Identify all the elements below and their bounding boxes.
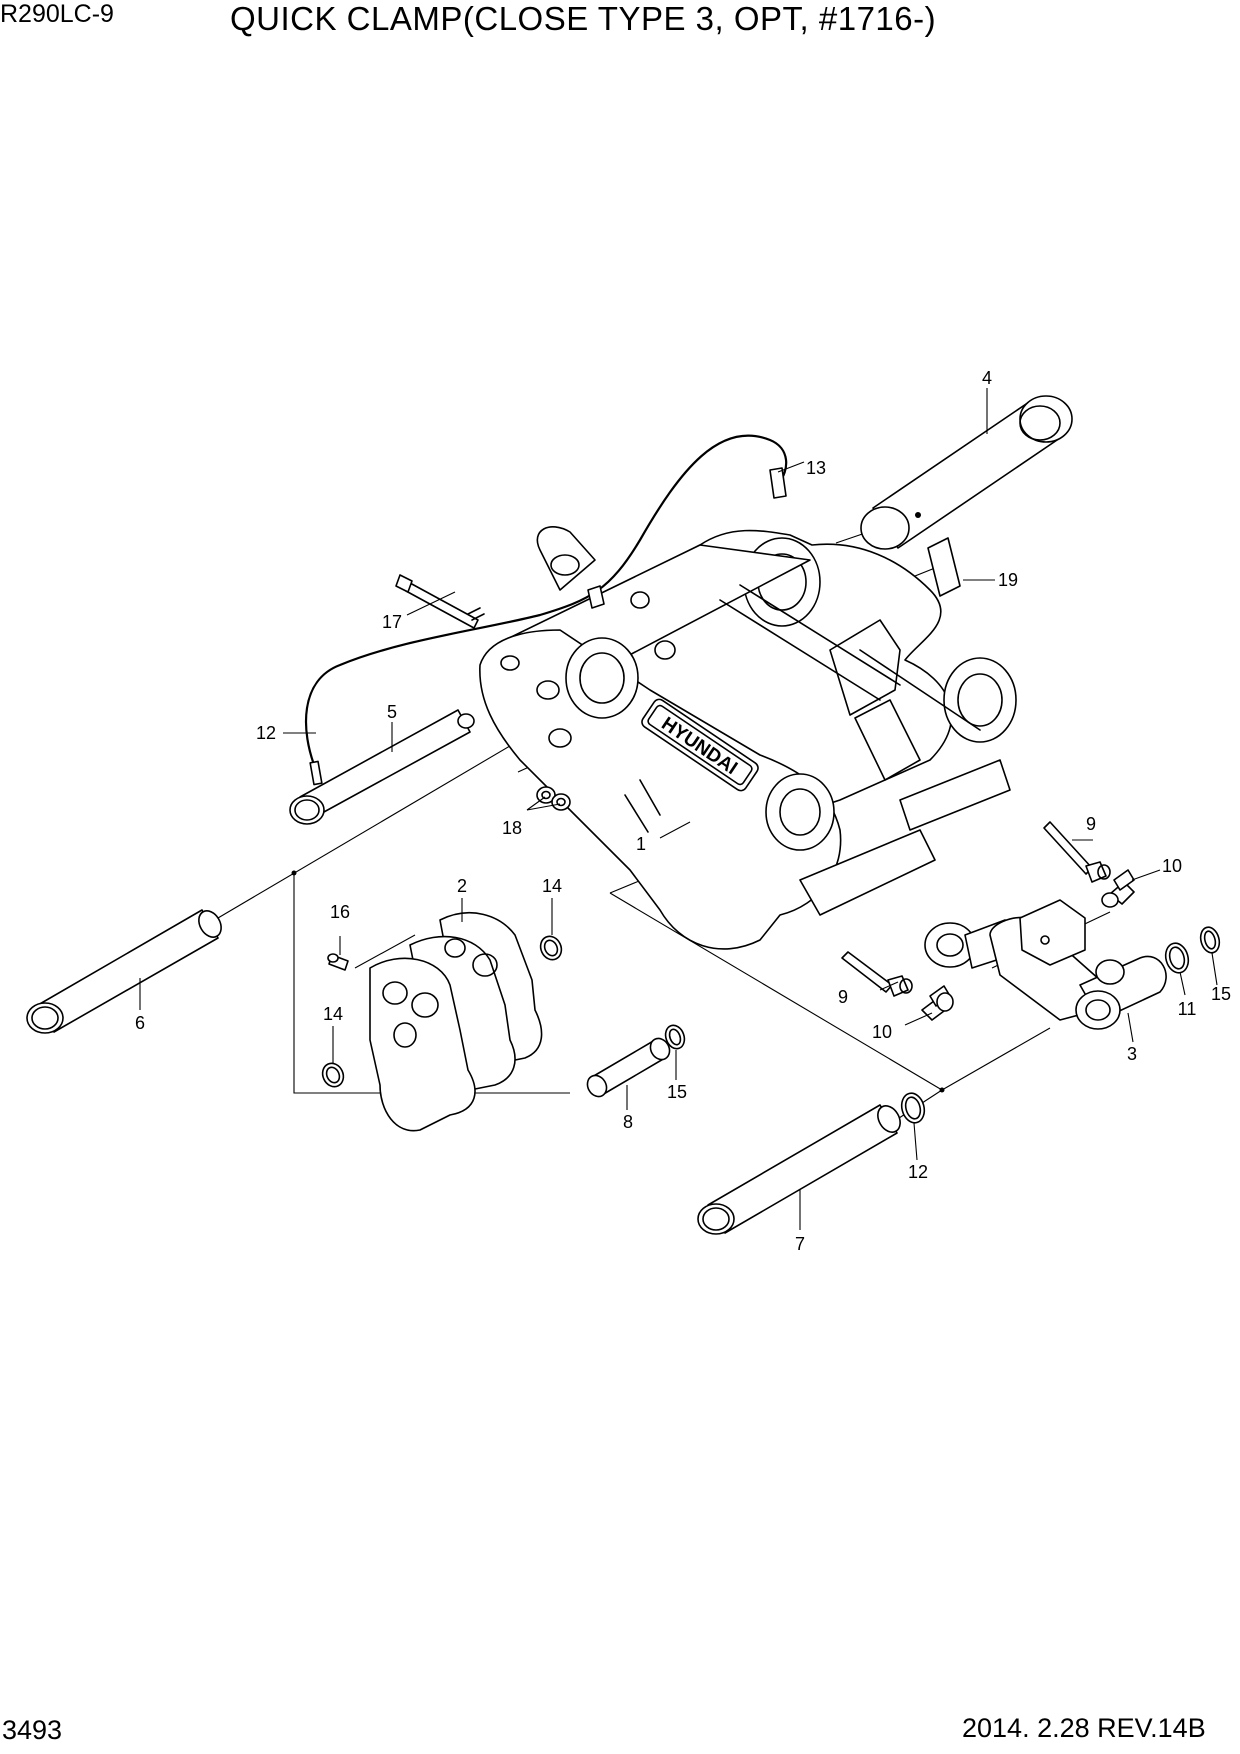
callout-9-a: 9 (1086, 814, 1096, 834)
part-1-frame: HYUNDAI (479, 526, 1017, 950)
part-15-ring-a (664, 1024, 686, 1050)
callout-13: 13 (806, 458, 826, 478)
part-10-fitting-a (1101, 869, 1135, 908)
callout-11: 12 (256, 723, 276, 743)
part-5-pin (289, 709, 475, 825)
part-15-ring-b (1199, 926, 1221, 954)
callout-2: 2 (457, 876, 467, 896)
part-10-fitting-b (921, 985, 954, 1021)
callout-16: 16 (330, 902, 350, 922)
callout-14-b: 14 (323, 1004, 343, 1024)
callout-8: 8 (623, 1112, 633, 1132)
part-16-grease-nipple (327, 953, 349, 971)
callout-10-a: 10 (1162, 856, 1182, 876)
part-18-nuts (536, 786, 571, 811)
part-19-label (927, 537, 961, 597)
revision-date: 2014. 2.28 REV.14B (962, 1713, 1206, 1743)
part-9-hose-b (841, 951, 913, 997)
part-9-hose-a (1043, 821, 1111, 883)
part-14-ring-a (539, 935, 563, 961)
callout-12-b: 12 (908, 1162, 928, 1182)
callout-4: 4 (982, 368, 992, 388)
part-7-pin (697, 1104, 901, 1235)
part-4-pin (860, 395, 1073, 550)
part-3-cylinder (924, 899, 1167, 1030)
part-17-bolt (395, 574, 485, 629)
callout-15-b: 15 (1211, 984, 1231, 1004)
part-14-ring-b (321, 1062, 345, 1088)
callout-14-a: 14 (542, 876, 562, 896)
model-name: R290LC-9 (0, 0, 114, 28)
callout-18: 18 (502, 818, 522, 838)
page-title: QUICK CLAMP(CLOSE TYPE 3, OPT, #1716-) (230, 0, 937, 37)
callout-12-a: 11 (1178, 999, 1197, 1019)
callout-1: 1 (636, 834, 646, 854)
part-12-ring-a (1164, 942, 1190, 974)
callout-15-a: 15 (667, 1082, 687, 1102)
part-8-pin (586, 1037, 671, 1098)
leader-lines (139, 388, 1218, 1230)
callout-9-b: 9 (838, 987, 848, 1007)
callout-17: 17 (382, 612, 402, 632)
part-11-safety-cable (304, 434, 788, 771)
part-2-hook-plates (369, 912, 543, 1132)
callout-5: 5 (387, 702, 397, 722)
callout-6: 6 (135, 1013, 145, 1033)
callouts: 4 13 19 17 5 12 18 1 9 10 2 14 16 14 6 9… (135, 368, 1231, 1254)
callout-19: 19 (998, 570, 1018, 590)
callout-7: 7 (795, 1234, 805, 1254)
part-6-pin (26, 909, 222, 1034)
page-number: 3493 (2, 1715, 63, 1745)
part-12-ring-b (900, 1092, 926, 1124)
callout-3: 3 (1127, 1044, 1137, 1064)
callout-10-b: 10 (872, 1022, 892, 1042)
